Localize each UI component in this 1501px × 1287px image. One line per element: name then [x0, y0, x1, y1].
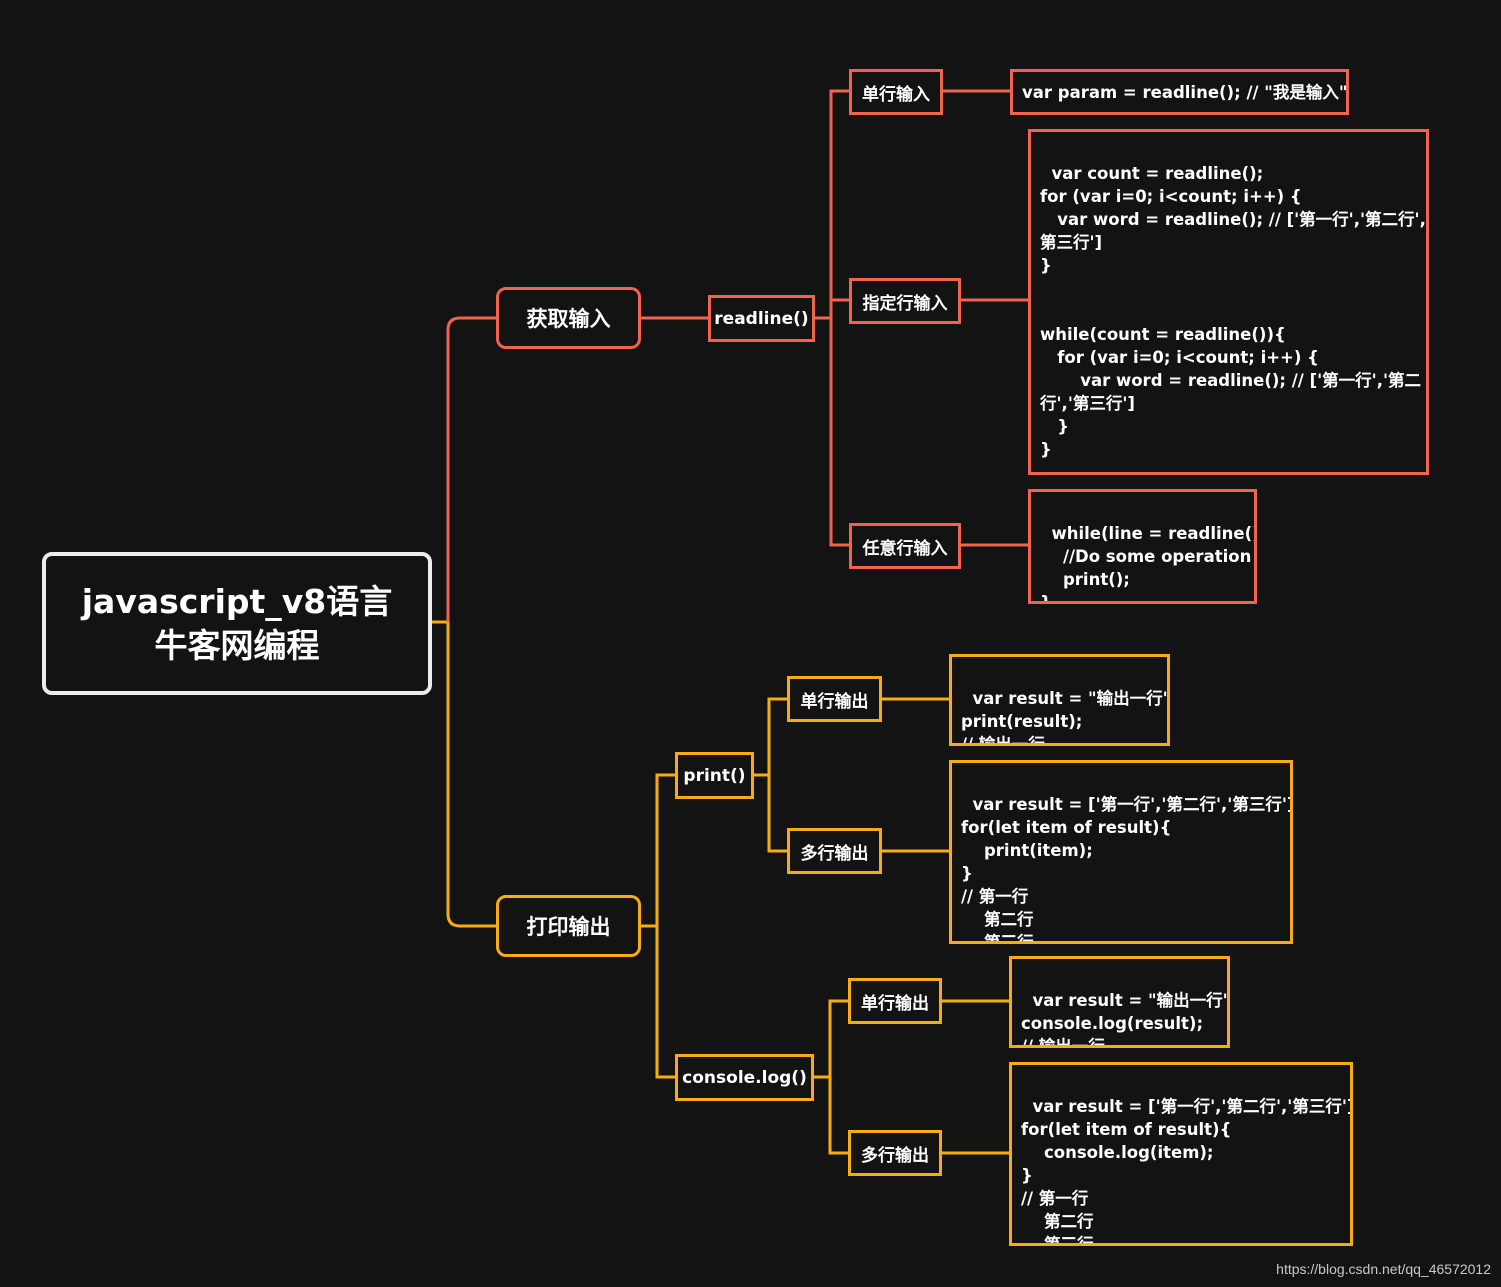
print-multi-code-text: var result = ['第一行','第二行','第三行']; for(le… [961, 795, 1293, 944]
output-branch-node[interactable]: 打印输出 [496, 895, 641, 957]
any-input-node[interactable]: 任意行输入 [849, 523, 961, 569]
watermark-url: https://blog.csdn.net/qq_46572012 [1276, 1261, 1491, 1277]
input-branch-label: 获取输入 [526, 307, 611, 331]
input-branch-node[interactable]: 获取输入 [496, 287, 641, 349]
console-multi-code-text: var result = ['第一行','第二行','第三行']; for(le… [1021, 1097, 1353, 1246]
specified-input-code-text: var count = readline(); for (var i=0; i<… [1040, 164, 1429, 459]
specified-input-code[interactable]: var count = readline(); for (var i=0; i<… [1028, 129, 1429, 475]
print-multi-code[interactable]: var result = ['第一行','第二行','第三行']; for(le… [949, 760, 1293, 944]
root-node[interactable]: javascript_v8语言 牛客网编程 [42, 552, 432, 695]
print-label: print() [683, 765, 746, 786]
any-input-code-text: while(line = readline()){ //Do some oper… [1040, 524, 1254, 604]
print-single-node[interactable]: 单行输出 [787, 676, 882, 722]
console-log-label: console.log() [682, 1067, 807, 1088]
specified-input-node[interactable]: 指定行输入 [849, 278, 961, 324]
single-input-code[interactable]: var param = readline(); // "我是输入" [1010, 69, 1349, 115]
console-single-label: 单行输出 [861, 993, 929, 1014]
console-single-code[interactable]: var result = "输出一行"; console.log(result)… [1009, 956, 1230, 1048]
any-input-label: 任意行输入 [862, 538, 948, 559]
root-title-line1: javascript_v8语言 [81, 581, 393, 621]
root-title-line2: 牛客网编程 [154, 625, 320, 665]
print-single-label: 单行输出 [800, 691, 869, 712]
console-multi-node[interactable]: 多行输出 [848, 1130, 942, 1176]
print-multi-label: 多行输出 [800, 843, 869, 864]
console-log-node[interactable]: console.log() [675, 1054, 814, 1101]
readline-label: readline() [714, 308, 809, 329]
readline-node[interactable]: readline() [708, 295, 815, 342]
console-multi-code[interactable]: var result = ['第一行','第二行','第三行']; for(le… [1009, 1062, 1353, 1246]
single-input-label: 单行输入 [862, 84, 930, 105]
print-single-code[interactable]: var result = "输出一行"; print(result); // 输… [949, 654, 1170, 746]
print-node[interactable]: print() [675, 752, 754, 799]
print-single-code-text: var result = "输出一行"; print(result); // 输… [961, 689, 1170, 746]
any-input-code[interactable]: while(line = readline()){ //Do some oper… [1028, 489, 1257, 604]
print-multi-node[interactable]: 多行输出 [787, 828, 882, 874]
single-input-code-text: var param = readline(); // "我是输入" [1022, 82, 1348, 102]
output-branch-label: 打印输出 [526, 915, 611, 939]
console-single-code-text: var result = "输出一行"; console.log(result)… [1021, 991, 1230, 1048]
specified-input-label: 指定行输入 [862, 293, 948, 314]
console-multi-label: 多行输出 [861, 1145, 929, 1166]
single-input-node[interactable]: 单行输入 [849, 69, 943, 115]
console-single-node[interactable]: 单行输出 [848, 978, 942, 1024]
